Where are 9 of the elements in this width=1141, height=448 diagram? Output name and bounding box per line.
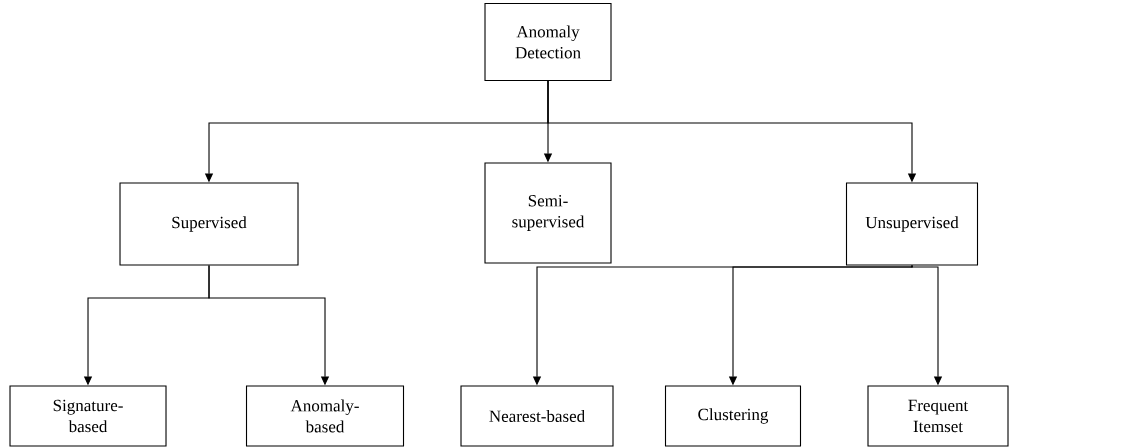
category-box: Signature-based	[9, 385, 167, 447]
category-box: Unsupervised	[845, 182, 979, 266]
category-box: Semi-supervised	[484, 162, 612, 264]
category-box: Supervised	[119, 182, 299, 266]
category-box: Anomaly-based	[245, 385, 405, 447]
category-box: Anomaly Detection	[484, 2, 612, 82]
category-box: Nearest-based	[460, 385, 614, 447]
category-box: Frequent Itemset	[867, 385, 1009, 447]
category-box: Clustering	[664, 385, 802, 447]
